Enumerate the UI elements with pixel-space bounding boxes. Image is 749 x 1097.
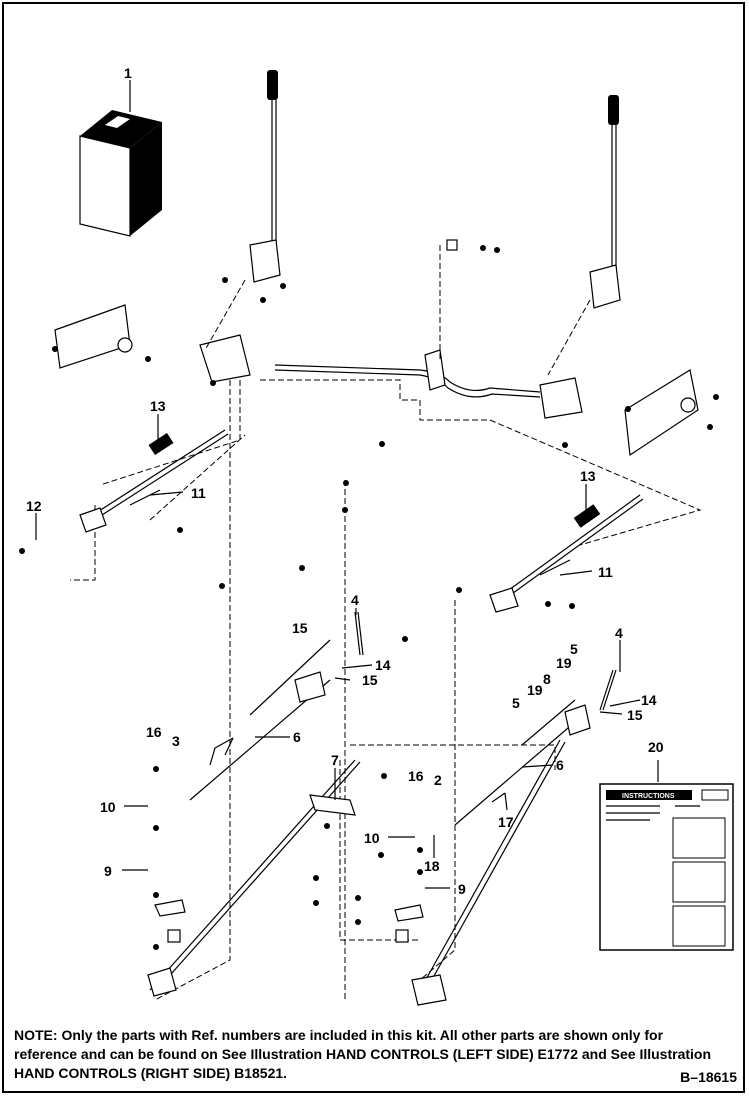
cross-shaft (274, 239, 541, 398)
figure-id: B–18615 (680, 1069, 737, 1085)
callout-19-right-top: 19 (556, 655, 572, 671)
right-linkage (394, 669, 617, 1006)
callout-9-left: 9 (104, 863, 112, 879)
callout-15-left-top: 15 (292, 620, 308, 636)
callout-11-left: 11 (191, 485, 206, 501)
instruction-sheet: INSTRUCTIONS (599, 783, 734, 951)
callout-18: 18 (424, 858, 440, 874)
callout-16-left: 16 (146, 724, 162, 740)
left-control-lever (249, 70, 281, 283)
hardware (19, 245, 719, 950)
callout-15-left: 15 (362, 672, 378, 688)
callout-13-left: 13 (150, 398, 166, 414)
callout-7: 7 (331, 752, 339, 768)
kit-box (79, 110, 162, 237)
callout-17: 17 (498, 814, 514, 830)
callout-4-left: 4 (351, 592, 359, 608)
left-cable-assembly (79, 429, 229, 533)
right-control-lever (589, 95, 621, 309)
callout-5-right-top: 5 (570, 641, 578, 657)
callout-8: 8 (543, 671, 551, 687)
kit-note: NOTE: Only the parts with Ref. numbers a… (14, 1027, 712, 1081)
assembly-guides (70, 245, 702, 1001)
callout-13-right: 13 (580, 468, 596, 484)
callout-1: 1 (124, 65, 132, 81)
callout-19-right: 19 (527, 682, 543, 698)
exploded-parts-diagram: INSTRUCTIONS 1 2 3 4 4 5 5 6 6 7 8 9 9 1… (19, 65, 734, 1006)
callout-5-right: 5 (512, 695, 520, 711)
callout-11-right: 11 (598, 564, 613, 580)
right-mount-plate (539, 369, 699, 457)
callout-14-left: 14 (375, 657, 391, 673)
callout-labels: 1 2 3 4 4 5 5 6 6 7 8 9 9 10 10 11 11 12… (26, 65, 664, 897)
callout-2: 2 (434, 772, 442, 788)
left-linkage (147, 611, 364, 997)
left-mount-plate (54, 304, 251, 383)
callout-16-right: 16 (408, 768, 424, 784)
callout-20: 20 (648, 739, 664, 755)
leader-lines (35, 80, 659, 889)
callout-6-left: 6 (293, 729, 301, 745)
instruction-sheet-title: INSTRUCTIONS (622, 793, 675, 800)
callout-10-left: 10 (100, 799, 116, 815)
callout-10-right: 10 (364, 830, 380, 846)
callout-3: 3 (172, 733, 180, 749)
callout-9-right: 9 (458, 881, 466, 897)
callout-15-right: 15 (627, 707, 643, 723)
callout-6-right: 6 (556, 757, 564, 773)
callout-12: 12 (26, 498, 42, 514)
right-cable-assembly (489, 494, 644, 613)
callout-14-right: 14 (641, 692, 657, 708)
callout-4-right: 4 (615, 625, 623, 641)
